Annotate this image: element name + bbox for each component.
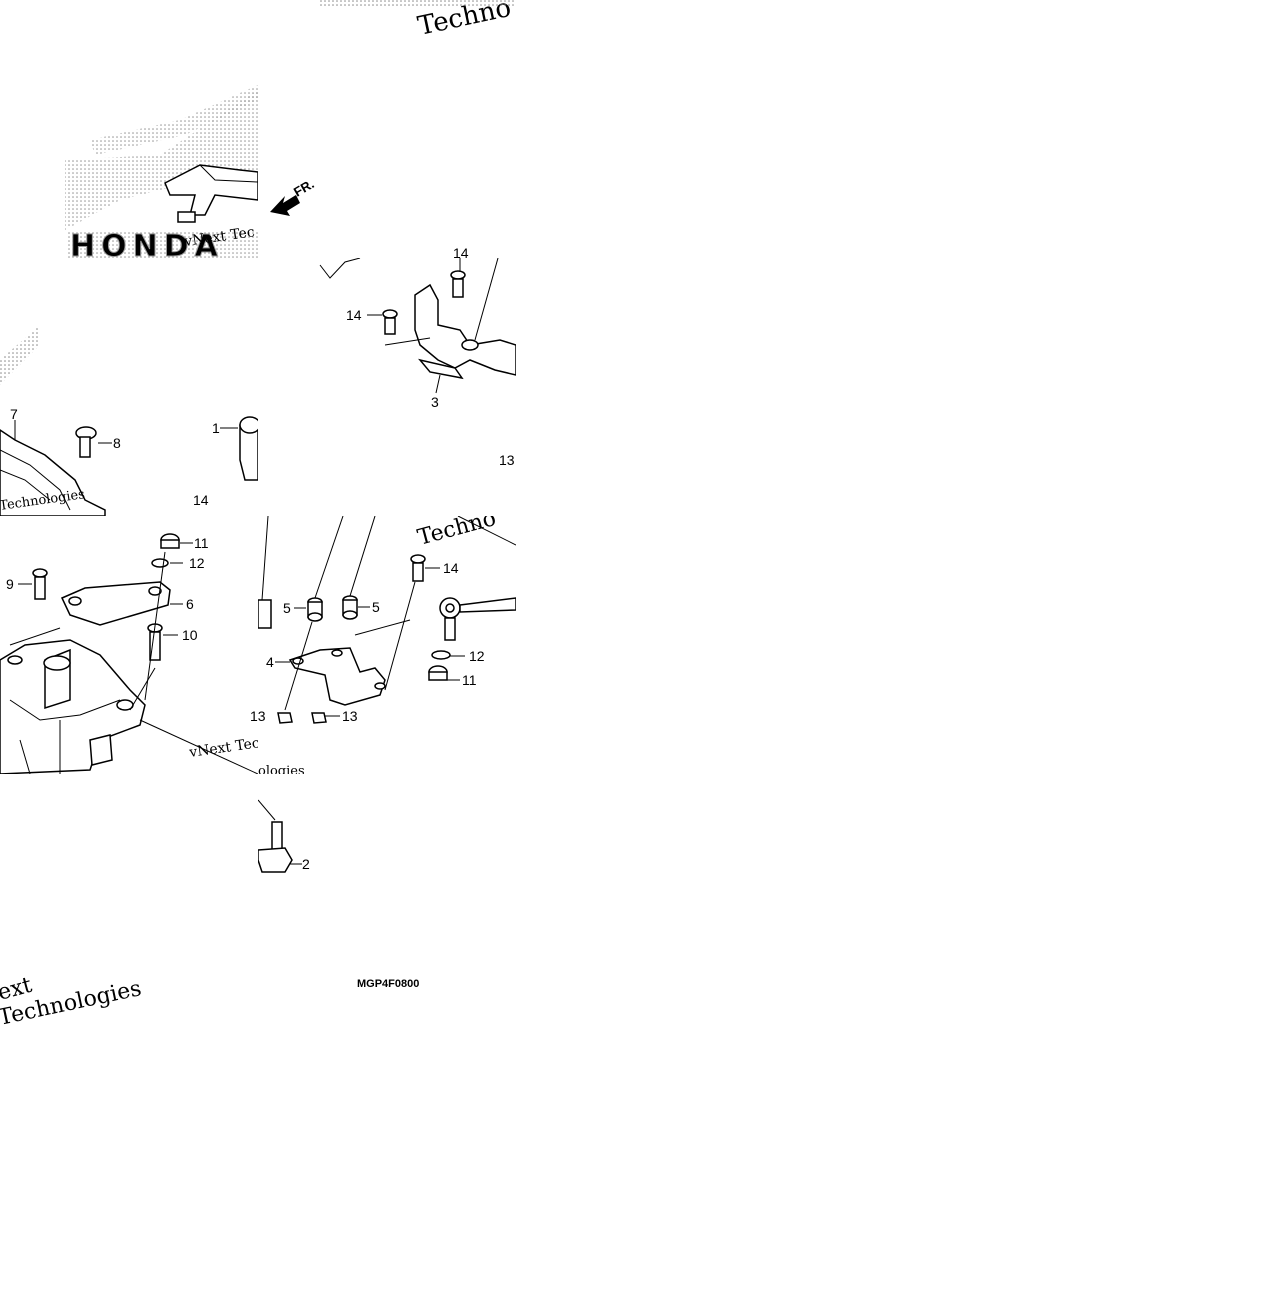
- collar-part-5: [342, 595, 358, 620]
- honda-logo-watermark: HONDA: [65, 85, 258, 264]
- mount-part-2: [258, 821, 293, 873]
- watermark-text: vNext Tec: [187, 735, 260, 761]
- watermark-text-fragment: ologies: [258, 764, 305, 779]
- nut-part-13: [311, 712, 327, 724]
- nut-part-13: [277, 712, 293, 724]
- callout-13: 13: [250, 708, 266, 724]
- tile-top-middle: Techno FR.: [270, 0, 516, 216]
- callout-12: 12: [189, 555, 205, 571]
- tile-middle-left: Technologies: [0, 325, 258, 516]
- callout-11: 11: [462, 672, 477, 688]
- tile-middle-center: [319, 258, 516, 394]
- svg-text:HONDA: HONDA: [70, 229, 224, 264]
- callout-10: 10: [182, 627, 198, 643]
- callout-14: 14: [453, 245, 469, 261]
- callout-1: 1: [212, 420, 220, 436]
- screw-part-8: [75, 426, 97, 458]
- callout-5: 5: [372, 599, 380, 615]
- tile-bottom-left: ext Technologies: [0, 973, 144, 1031]
- callout-11: 11: [194, 535, 209, 551]
- bolt-part-9: [32, 568, 48, 600]
- watermark-text-faint: Techno: [415, 506, 499, 551]
- bolt-part-14: [382, 309, 398, 335]
- callout-4: 4: [266, 654, 274, 670]
- callout-12: 12: [469, 648, 485, 664]
- bolt-part-14: [450, 270, 466, 298]
- callout-13: 13: [499, 452, 515, 468]
- callout-6: 6: [186, 596, 194, 612]
- tile-top-left: HONDA vNext Tec: [65, 85, 258, 264]
- callout-9: 9: [6, 576, 14, 592]
- callout-3: 3: [431, 394, 439, 410]
- diagram-code: MGP4F0800: [357, 978, 419, 990]
- washer-part-12: [431, 650, 451, 660]
- callout-2: 2: [302, 856, 310, 872]
- nut-part-11: [160, 533, 180, 549]
- bracket-part-3: [414, 283, 516, 380]
- rod-end-part: [439, 597, 516, 641]
- washer-part-12: [151, 558, 169, 568]
- tile-bottom-center: [258, 799, 302, 873]
- bracket-part-top: [164, 164, 258, 223]
- callout-14: 14: [346, 307, 362, 323]
- watermark-text: Techno: [415, 0, 514, 42]
- front-direction-arrow: FR.: [270, 176, 317, 216]
- bolt-part-14: [410, 554, 426, 582]
- callout-labels: 1 2 3 4 5 5 6 7 8 9 10 11 11 12 12 13 13…: [6, 245, 515, 872]
- tile-lower-center: Techno: [258, 506, 516, 779]
- callout-8: 8: [113, 435, 121, 451]
- nut-part-11: [428, 665, 448, 681]
- bracket-part-4: [288, 647, 386, 706]
- part-1: [239, 416, 258, 481]
- callout-5: 5: [283, 600, 291, 616]
- cover-part-7: [0, 429, 106, 516]
- callout-7: 7: [10, 406, 18, 422]
- collar-part-5: [307, 597, 323, 622]
- callout-14: 14: [193, 492, 209, 508]
- callout-13: 13: [342, 708, 358, 724]
- plate-part-6: [60, 581, 171, 626]
- motor-assembly: [0, 639, 146, 774]
- callout-14: 14: [443, 560, 459, 576]
- cushion-part: [258, 599, 272, 629]
- tile-lower-left: vNext Tec: [0, 533, 260, 774]
